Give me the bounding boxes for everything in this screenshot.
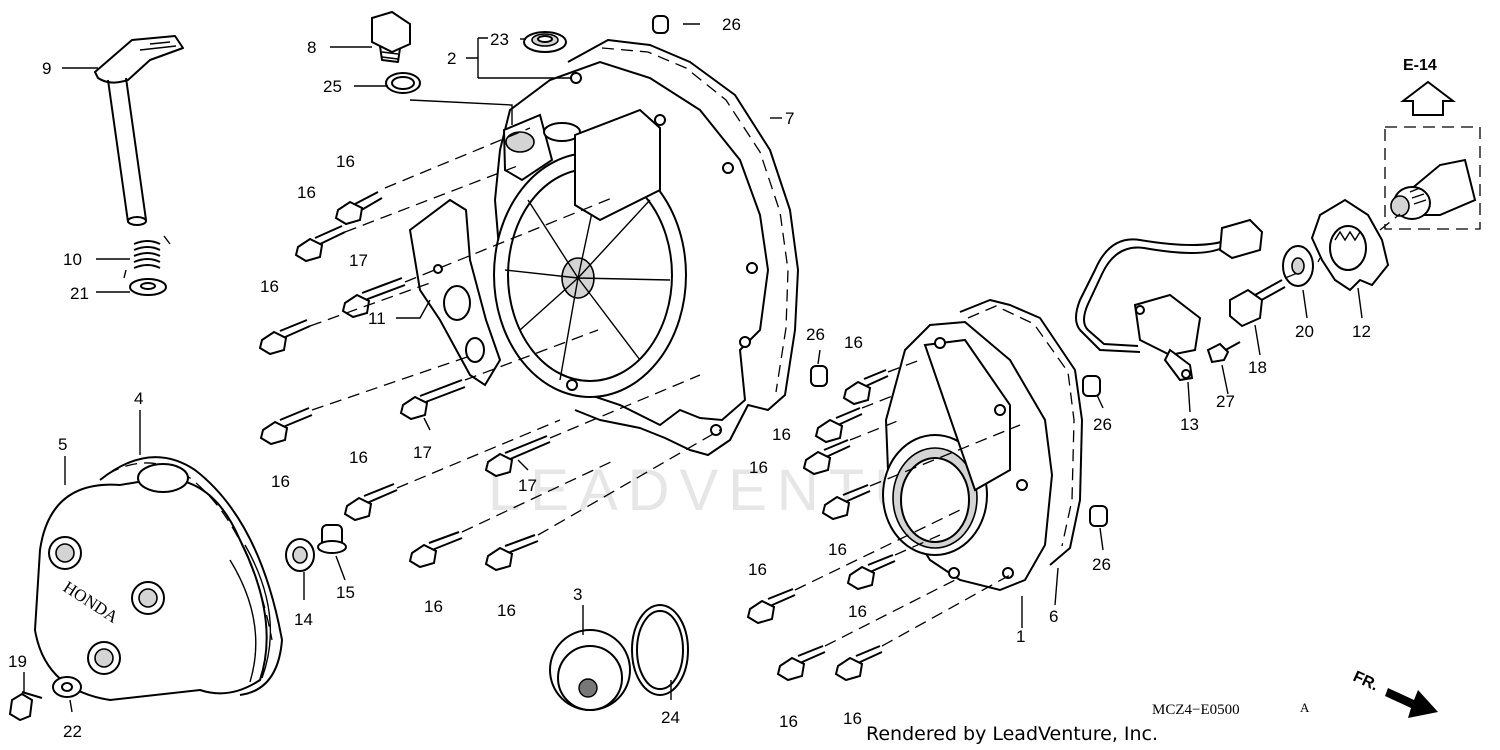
bolt-set xyxy=(258,191,896,682)
callout-16: 16 xyxy=(749,458,768,477)
callout-5: 5 xyxy=(58,435,67,454)
callout-24: 24 xyxy=(661,708,680,727)
callout-17: 17 xyxy=(349,251,368,270)
part-11-plate xyxy=(408,198,502,387)
drawing-revision: A xyxy=(1300,700,1310,715)
callout-16: 16 xyxy=(271,472,290,491)
callout-27: 27 xyxy=(1216,392,1235,411)
gasket-7-dots xyxy=(601,47,789,393)
callout-16: 16 xyxy=(772,425,791,444)
credit-text: Rendered by LeadVenture, Inc. xyxy=(866,723,1158,745)
part-7-gasket xyxy=(567,39,799,456)
direction-label: FR. xyxy=(1350,668,1381,694)
part-4-gasket xyxy=(99,456,283,696)
part-18-bolt xyxy=(1229,279,1286,328)
leader-lines xyxy=(23,23,1363,713)
front-direction-indicator: FR. xyxy=(1350,668,1438,718)
part-2-clutch-cover xyxy=(493,60,770,436)
callout-18: 18 xyxy=(1248,358,1267,377)
callout-16: 16 xyxy=(748,560,767,579)
callout-11: 11 xyxy=(368,309,386,328)
part-12-pulser-rotor xyxy=(1310,198,1390,292)
part-26-dowel-top xyxy=(652,15,669,34)
callout-26: 26 xyxy=(806,325,825,344)
callout-12: 12 xyxy=(1352,322,1371,341)
callout-19: 19 xyxy=(8,652,27,671)
callout-1: 1 xyxy=(1016,627,1025,646)
part-26-dowel xyxy=(1089,505,1108,527)
callout-23: 23 xyxy=(490,30,509,49)
part-26-dowel xyxy=(810,365,828,387)
part-19-bolt xyxy=(8,691,43,722)
callout-14: 14 xyxy=(294,610,313,629)
part-15-bolt xyxy=(317,524,347,554)
callout-16: 16 xyxy=(260,277,279,296)
callout-10: 10 xyxy=(63,250,82,269)
arrow-up-icon xyxy=(1400,80,1456,116)
callout-7: 7 xyxy=(785,109,794,128)
arrow-right-icon xyxy=(1385,688,1438,718)
callout-21: 21 xyxy=(70,284,89,303)
callout-8: 8 xyxy=(307,38,316,57)
callout-26: 26 xyxy=(1092,555,1111,574)
part-1-generator-cover xyxy=(882,320,1054,592)
callout-15: 15 xyxy=(336,583,355,602)
part-27-bolt xyxy=(1206,341,1241,364)
part-13-sensor xyxy=(1075,218,1264,382)
part-20-washer xyxy=(1282,245,1314,287)
callout-16: 16 xyxy=(828,540,847,559)
part-3-plug xyxy=(549,629,631,711)
callout-2: 2 xyxy=(447,49,456,68)
callout-26: 26 xyxy=(722,15,741,34)
part-23-seal xyxy=(523,31,567,53)
callout-16: 16 xyxy=(336,152,355,171)
part-6-gasket xyxy=(959,299,1083,566)
callout-16: 16 xyxy=(848,602,867,621)
part-8-oil-filler-cap xyxy=(371,10,411,63)
callout-16: 16 xyxy=(843,709,862,728)
reference-label: E-14 xyxy=(1403,57,1437,74)
part-9-shaft xyxy=(94,35,184,226)
part-5-outer-cover: HONDA xyxy=(33,477,272,702)
part-24-o-ring xyxy=(631,604,689,696)
gasket-6-dots xyxy=(967,305,1075,547)
callout-labels: 1 2 3 4 5 6 7 8 9 10 12 11 13 14 15 16 1… xyxy=(8,15,1371,741)
part-14-collar xyxy=(285,538,315,572)
callout-16: 16 xyxy=(779,712,798,731)
part-21-washer xyxy=(129,278,167,296)
part-25-o-ring xyxy=(385,72,421,94)
part-22-washer xyxy=(52,676,82,698)
callout-26: 26 xyxy=(1093,415,1112,434)
callout-25: 25 xyxy=(323,77,342,96)
callout-17: 17 xyxy=(413,443,432,462)
callout-22: 22 xyxy=(63,722,82,741)
callout-3: 3 xyxy=(573,585,582,604)
callout-20: 20 xyxy=(1295,322,1314,341)
callout-13: 13 xyxy=(1180,415,1199,434)
callout-16: 16 xyxy=(349,448,368,467)
callout-9: 9 xyxy=(42,59,51,78)
callout-16: 16 xyxy=(297,183,316,202)
callout-16: 16 xyxy=(424,597,443,616)
drawing-code: MCZ4−E0500 xyxy=(1152,702,1240,718)
part-10-spring xyxy=(123,235,171,279)
callout-6: 6 xyxy=(1049,607,1058,626)
part-26-dowel xyxy=(1082,375,1101,397)
alignment-lines xyxy=(309,127,1401,647)
callout-17: 17 xyxy=(518,476,537,495)
callout-4: 4 xyxy=(134,389,143,408)
callout-16: 16 xyxy=(497,601,516,620)
reference-box: E-14 xyxy=(1384,57,1481,230)
callout-16: 16 xyxy=(844,333,863,352)
